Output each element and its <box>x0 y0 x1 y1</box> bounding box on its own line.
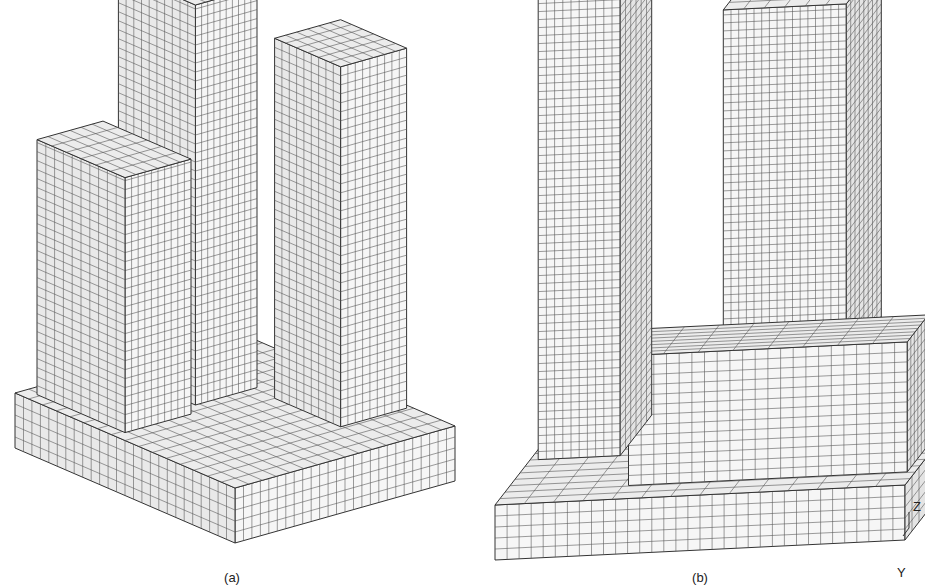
face-outline <box>275 38 341 427</box>
fe-model-b <box>495 0 925 560</box>
roof-mesh <box>129 0 247 2</box>
block-b-low <box>629 315 925 486</box>
face-outline <box>125 159 191 433</box>
z-axis-line <box>909 512 910 528</box>
mesh-lines <box>275 42 341 424</box>
roof-outline <box>37 121 191 178</box>
axis-triad <box>903 512 909 536</box>
face-outline <box>37 140 125 433</box>
face-outline <box>195 0 257 405</box>
mesh-lines <box>538 0 620 459</box>
mesh-lines <box>195 0 257 403</box>
mesh-lines <box>907 319 925 467</box>
tower-a-right <box>275 20 407 427</box>
tower-b-left <box>538 0 652 460</box>
roof-mesh <box>729 0 875 9</box>
mesh-lines <box>620 0 652 449</box>
panel-label: (a) <box>224 571 240 585</box>
roof-outline <box>629 315 925 356</box>
roof-outline <box>723 0 881 10</box>
mesh-lines <box>341 50 407 425</box>
roof-outline <box>118 0 257 5</box>
roof-mesh <box>48 124 180 175</box>
face-outline <box>538 0 620 460</box>
roof-outline <box>275 20 407 67</box>
roof-mesh <box>631 317 925 354</box>
panel-label: (b) <box>692 571 708 585</box>
face-outline <box>620 0 652 456</box>
face-outline <box>341 48 407 427</box>
face-outline <box>629 342 908 486</box>
fe-model-a <box>15 0 455 543</box>
axis-label: Z <box>913 500 921 514</box>
tower-a-left <box>37 121 191 433</box>
y-axis-line <box>903 528 909 536</box>
mesh-lines <box>125 161 191 431</box>
mesh-lines <box>629 343 908 485</box>
mesh-lines <box>37 143 125 429</box>
axis-label: Y <box>897 566 906 580</box>
roof-mesh <box>286 23 396 64</box>
